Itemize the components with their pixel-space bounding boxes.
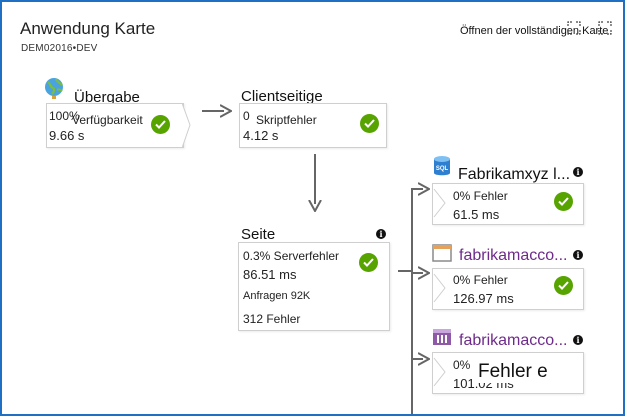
page-node-title: Seite xyxy=(241,226,276,243)
web-app-icon xyxy=(432,244,452,262)
service2-node-title: fabrikamacco... xyxy=(459,332,568,349)
expand-icon[interactable] xyxy=(567,21,581,35)
sql-node-title: Fabrikamxyz l... xyxy=(458,166,571,183)
arrow-head-icon xyxy=(220,104,232,118)
delivery-node-title: Übergabe xyxy=(74,89,140,106)
card-chevron xyxy=(433,188,446,218)
fullscreen-icon[interactable] xyxy=(598,21,612,35)
card-chevron xyxy=(433,273,446,303)
arrow-head-icon xyxy=(418,182,430,196)
status-ok-icon xyxy=(359,253,378,272)
arrow-head-icon xyxy=(418,266,430,280)
connector-line xyxy=(398,270,412,272)
server-errors: 0.3% Serverfehler xyxy=(243,249,340,263)
client-node-card[interactable]: 0 Skriptfehler 4.12 s xyxy=(239,103,387,148)
globe-icon xyxy=(45,78,63,99)
page-duration: 86.51 ms xyxy=(243,267,297,282)
connector-arrow xyxy=(314,154,316,204)
availability-label: Verfügbarkeit xyxy=(72,113,143,127)
service1-node-card[interactable]: 0% Fehler 126.97 ms xyxy=(432,268,584,310)
delivery-node-card[interactable]: 100% Verfügbarkeit 9.66 s xyxy=(46,103,184,148)
page-title: Anwendung Karte xyxy=(20,19,156,38)
arrow-head-icon xyxy=(308,200,322,212)
info-icon[interactable]: i xyxy=(573,167,583,177)
script-errors-label: Skriptfehler xyxy=(256,113,317,127)
client-duration: 4.12 s xyxy=(243,128,279,143)
resource-subtitle: DEM02016•DEV xyxy=(21,43,98,54)
sql-icon-label: SQL xyxy=(436,166,449,172)
status-ok-icon xyxy=(554,276,573,295)
service2-node-card[interactable]: 0% 101.02 ms xyxy=(432,352,584,394)
connector-arrow xyxy=(411,358,423,360)
info-icon[interactable]: i xyxy=(573,335,583,345)
service1-errors: 0% Fehler xyxy=(453,273,508,287)
info-icon[interactable]: i xyxy=(376,229,386,239)
client-node-title: Clientseitige xyxy=(241,88,323,105)
card-chevron xyxy=(433,357,446,387)
connector-arrow xyxy=(202,110,224,112)
request-count: Anfragen 92K xyxy=(243,290,311,302)
sql-errors: 0% Fehler xyxy=(453,189,508,203)
sql-node-card[interactable]: 0% Fehler 61.5 ms xyxy=(432,183,584,225)
status-ok-icon xyxy=(554,192,573,211)
dependency-trunk-line xyxy=(411,188,413,414)
failure-count: 312 Fehler xyxy=(243,312,301,326)
service1-duration: 126.97 ms xyxy=(453,291,514,306)
connector-arrow xyxy=(411,188,423,190)
service1-node-title: fabrikamacco... xyxy=(459,247,568,264)
card-chevron xyxy=(182,103,191,148)
status-ok-icon xyxy=(151,115,170,134)
open-full-map-link[interactable]: Öffnen der vollständigen Karte xyxy=(460,25,609,37)
status-ok-icon xyxy=(360,114,379,133)
availability-value: 100% xyxy=(49,109,80,123)
page-node-card[interactable]: 0.3% Serverfehler 86.51 ms Anfragen 92K … xyxy=(238,242,390,331)
arrow-head-icon xyxy=(418,352,430,366)
service-icon xyxy=(433,329,451,345)
info-icon[interactable]: i xyxy=(573,250,583,260)
connector-arrow xyxy=(411,272,423,274)
sql-database-icon: SQL xyxy=(434,156,450,176)
error-overlay-text: Fehler e xyxy=(474,361,552,383)
service2-errors: 0% xyxy=(453,358,471,372)
sql-duration: 61.5 ms xyxy=(453,207,500,222)
script-errors-value: 0 xyxy=(243,109,250,123)
delivery-duration: 9.66 s xyxy=(49,128,85,143)
